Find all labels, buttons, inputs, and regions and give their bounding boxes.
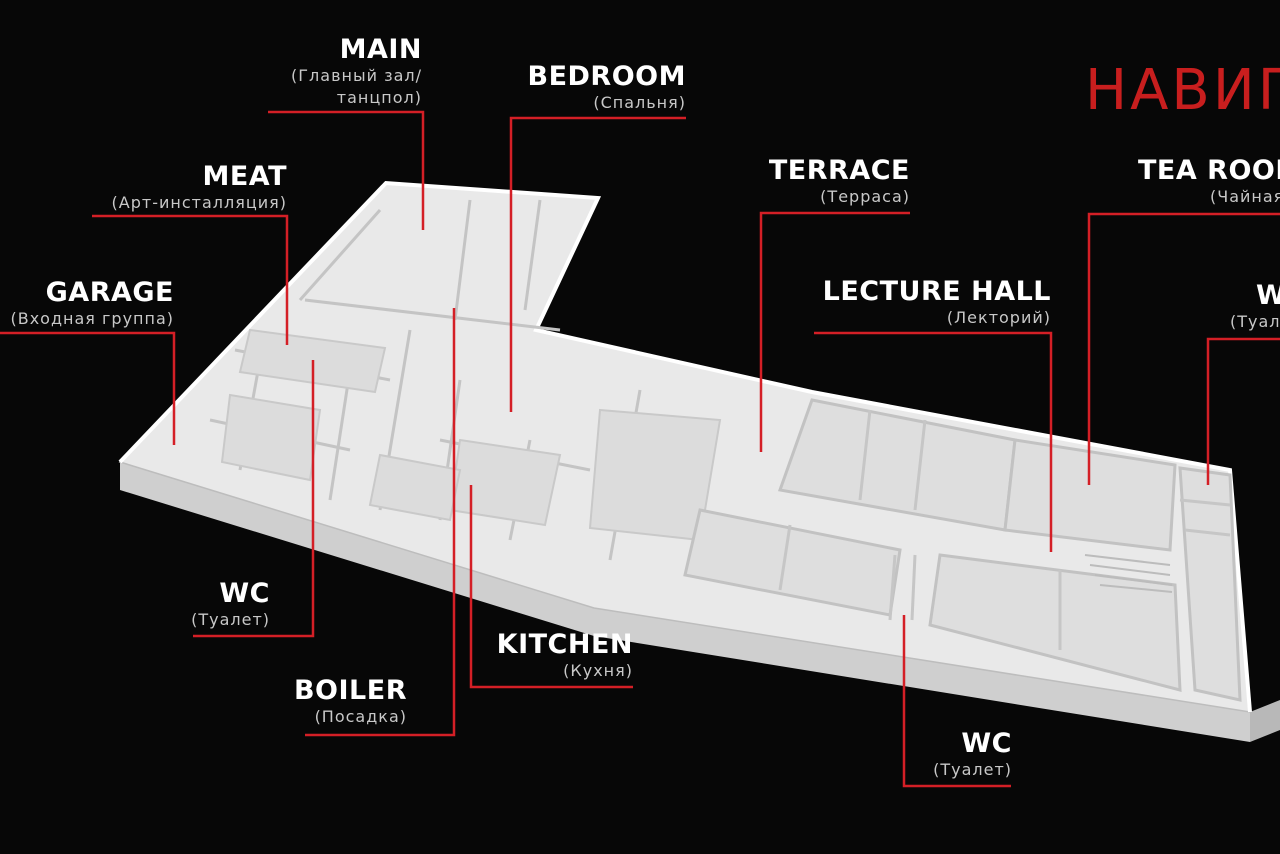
label-wc-right-subtitle: (Туал: [1230, 312, 1280, 331]
right-wing-walls: [778, 409, 1231, 650]
label-meat: MEAT (Арт-инсталляция): [112, 162, 287, 214]
label-wc-bottom-title: WC: [961, 728, 1012, 759]
right-wing-rooms: [683, 398, 1242, 702]
leader-tea-room: [1087, 212, 1280, 485]
label-main-title: MAIN: [339, 34, 422, 65]
navigation-title: НАВИГА: [1085, 58, 1280, 123]
label-wc-right: W (Туал: [1230, 281, 1280, 333]
label-wc-right-title: W: [1256, 280, 1280, 311]
label-garage-title: GARAGE: [45, 277, 174, 308]
leader-garage: [0, 331, 176, 445]
leader-kitchen: [469, 485, 633, 689]
label-boiler-subtitle: (Посадка): [314, 707, 407, 726]
slab-front-face: [120, 462, 1250, 742]
leader-wc-bottom: [902, 615, 1011, 788]
label-lecture-subtitle: (Лекторий): [946, 308, 1051, 327]
label-bedroom: BEDROOM (Спальня): [528, 62, 687, 114]
label-lecture-hall: LECTURE HALL (Лекторий): [823, 277, 1051, 329]
label-boiler: BOILER (Посадка): [294, 676, 407, 728]
leader-main: [268, 110, 425, 230]
label-boiler-title: BOILER: [293, 675, 407, 706]
leader-boiler: [305, 308, 456, 737]
outer-wall-edge: [118, 180, 1252, 713]
label-main: MAIN (Главный зал/ танцпол): [291, 35, 422, 109]
label-terrace: TERRACE (Терраса): [769, 156, 910, 208]
label-wc-bottom-subtitle: (Туалет): [933, 760, 1012, 779]
label-kitchen-subtitle: (Кухня): [563, 661, 633, 680]
label-bedroom-title: BEDROOM: [527, 61, 686, 92]
leader-meat: [92, 214, 289, 345]
label-wc-left: WC (Туалет): [191, 579, 270, 631]
label-meat-subtitle: (Арт-инсталляция): [111, 193, 287, 212]
label-garage: GARAGE (Входная группа): [10, 278, 174, 330]
slab-right-face: [1250, 700, 1280, 742]
label-tea-room: TEA ROOM (Чайная: [1138, 156, 1280, 208]
label-tea-room-subtitle: (Чайная: [1210, 187, 1280, 206]
label-wc-left-title: WC: [219, 578, 270, 609]
label-garage-subtitle: (Входная группа): [10, 309, 174, 328]
label-tea-room-title: TEA ROOM: [1138, 155, 1280, 186]
label-kitchen-title: KITCHEN: [496, 629, 633, 660]
label-main-subtitle: (Главный зал/: [291, 66, 422, 85]
label-bedroom-subtitle: (Спальня): [593, 93, 686, 112]
leader-lecture: [814, 331, 1053, 552]
stairs: [1084, 554, 1173, 593]
label-lecture-title: LECTURE HALL: [822, 276, 1051, 307]
leader-wc-left: [193, 360, 315, 638]
label-meat-title: MEAT: [202, 161, 287, 192]
label-kitchen: KITCHEN (Кухня): [497, 630, 633, 682]
label-terrace-title: TERRACE: [768, 155, 910, 186]
label-main-subtitle2: танцпол): [336, 88, 422, 107]
label-wc-bottom: WC (Туалет): [933, 729, 1012, 781]
leader-wc-right: [1206, 337, 1280, 485]
leader-bedroom: [509, 116, 686, 412]
label-terrace-subtitle: (Терраса): [820, 187, 910, 206]
leader-terrace: [759, 211, 910, 452]
label-wc-left-subtitle: (Туалет): [191, 610, 270, 629]
